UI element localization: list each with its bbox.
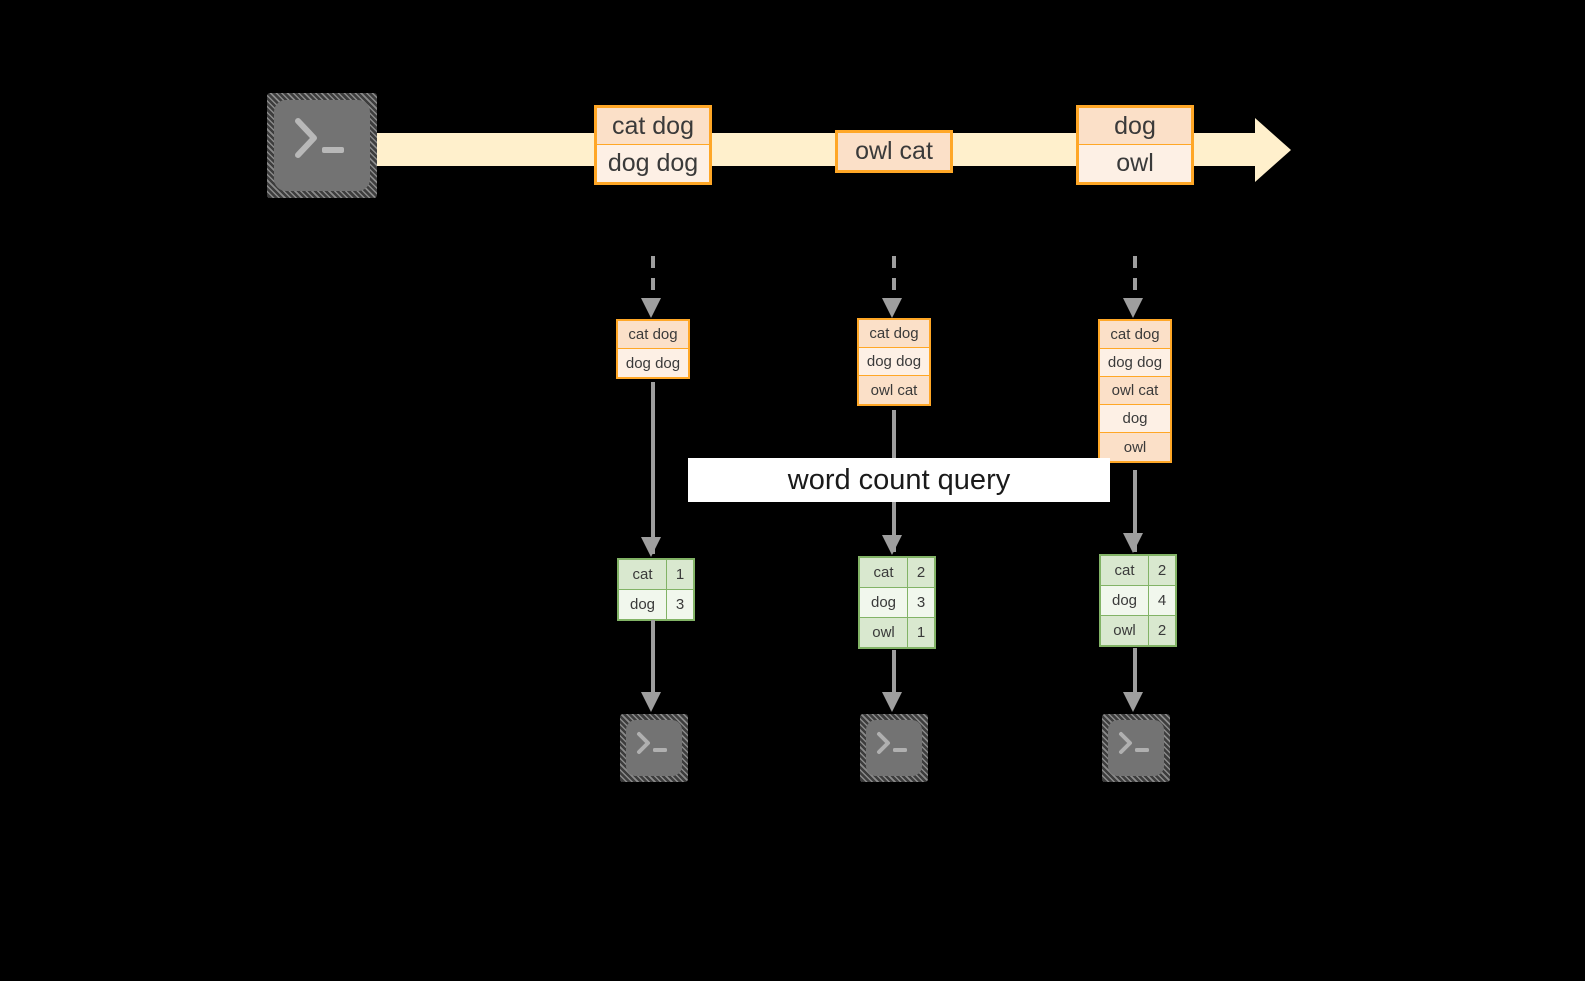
result-1: cat 1 dog 3 (617, 558, 695, 621)
terminal-face (626, 720, 682, 776)
result-count: 2 (1149, 556, 1175, 585)
terminal-face (866, 720, 922, 776)
result-count: 3 (667, 590, 693, 619)
stream-group-2: owl cat (835, 130, 953, 173)
connector-query-3 (1133, 470, 1137, 552)
result-word: dog (619, 590, 667, 619)
connector-arrowhead (1123, 692, 1143, 712)
result-row: cat 2 (1101, 556, 1175, 586)
terminal-face (274, 100, 370, 191)
connector-query-1 (651, 382, 655, 554)
connector-dashed (892, 256, 896, 300)
result-row: dog 3 (860, 588, 934, 618)
result-count: 4 (1149, 586, 1175, 615)
terminal-prompt-icon (295, 118, 344, 158)
snapshot-record: owl cat (859, 376, 929, 404)
snapshot-record: dog (1100, 405, 1170, 433)
terminal-prompt-icon (877, 732, 907, 754)
connector-dashed (651, 256, 655, 300)
snapshot-record: dog dog (618, 349, 688, 377)
query-label-banner: word count query (688, 458, 1110, 502)
connector-arrowhead (1123, 533, 1143, 553)
result-count: 3 (908, 588, 934, 617)
connector-arrowhead (641, 692, 661, 712)
snapshot-record: cat dog (1100, 321, 1170, 349)
terminal-face (1108, 720, 1164, 776)
result-row: owl 1 (860, 618, 934, 647)
result-count: 2 (1149, 616, 1175, 645)
connector-arrowhead (882, 535, 902, 555)
result-row: dog 4 (1101, 586, 1175, 616)
result-word: owl (860, 618, 908, 647)
connector-arrowhead (882, 692, 902, 712)
result-count: 2 (908, 558, 934, 587)
sink-terminal-icon-2[interactable] (860, 714, 928, 782)
connector-arrowhead (882, 298, 902, 318)
snapshot-1: cat dog dog dog (616, 319, 690, 379)
snapshot-record: owl cat (1100, 377, 1170, 405)
sink-terminal-icon-3[interactable] (1102, 714, 1170, 782)
snapshot-record: dog dog (1100, 349, 1170, 377)
connector-sink-2 (892, 650, 896, 694)
result-3: cat 2 dog 4 owl 2 (1099, 554, 1177, 647)
result-word: cat (860, 558, 908, 587)
connector-arrowhead (641, 537, 661, 557)
snapshot-2: cat dog dog dog owl cat (857, 318, 931, 406)
snapshot-3: cat dog dog dog owl cat dog owl (1098, 319, 1172, 463)
stream-group-3: dog owl (1076, 105, 1194, 185)
connector-sink-3 (1133, 648, 1137, 694)
connector-arrowhead (1123, 298, 1143, 318)
query-label-text: word count query (787, 463, 1011, 496)
snapshot-record: owl (1100, 433, 1170, 461)
stream-arrow-head (1255, 118, 1291, 182)
stream-record: dog (1079, 108, 1191, 145)
stream-record: owl cat (838, 133, 950, 170)
terminal-prompt-icon (637, 732, 667, 754)
stream-record: cat dog (597, 108, 709, 145)
result-row: cat 1 (619, 560, 693, 590)
result-word: cat (1101, 556, 1149, 585)
result-2: cat 2 dog 3 owl 1 (858, 556, 936, 649)
result-word: owl (1101, 616, 1149, 645)
sink-terminal-icon-1[interactable] (620, 714, 688, 782)
snapshot-record: cat dog (618, 321, 688, 349)
connector-dashed (1133, 256, 1137, 300)
result-count: 1 (908, 618, 934, 647)
snapshot-record: dog dog (859, 348, 929, 376)
result-row: dog 3 (619, 590, 693, 619)
connector-sink-1 (651, 620, 655, 694)
result-row: cat 2 (860, 558, 934, 588)
stream-record: dog dog (597, 145, 709, 182)
result-word: dog (860, 588, 908, 617)
result-count: 1 (667, 560, 693, 589)
terminal-prompt-icon (1119, 732, 1149, 754)
result-word: cat (619, 560, 667, 589)
snapshot-record: cat dog (859, 320, 929, 348)
stream-group-1: cat dog dog dog (594, 105, 712, 185)
source-terminal-icon[interactable] (267, 93, 377, 198)
connector-arrowhead (641, 298, 661, 318)
stream-record: owl (1079, 145, 1191, 182)
result-row: owl 2 (1101, 616, 1175, 645)
result-word: dog (1101, 586, 1149, 615)
